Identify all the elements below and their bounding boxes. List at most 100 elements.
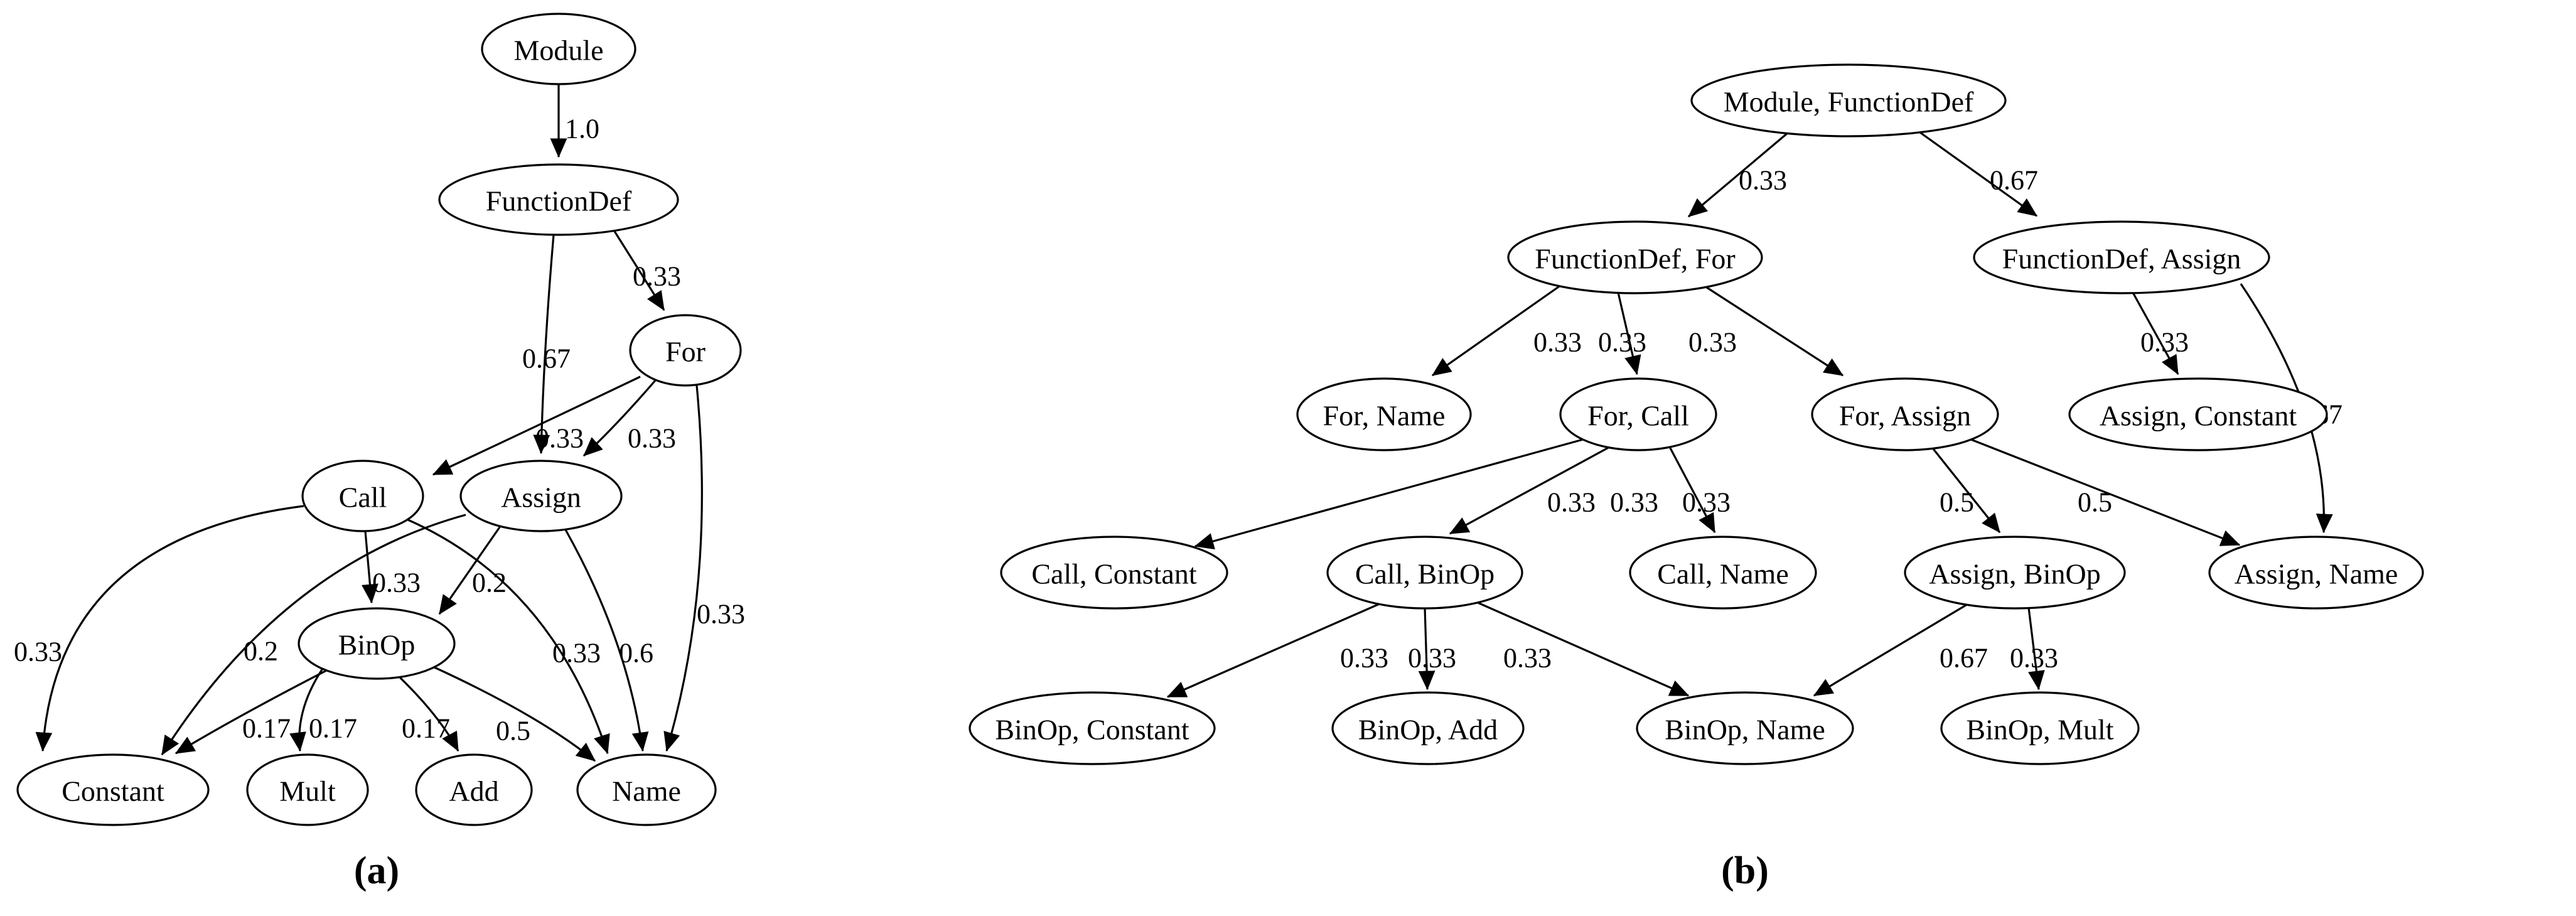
node-label: FunctionDef, For xyxy=(1535,243,1735,275)
edge-weight-label: 0.33 xyxy=(372,568,421,598)
edge-weight-label: 0.67 xyxy=(522,343,571,374)
edge-for-call-to-call-name xyxy=(1667,444,1716,534)
node-shape[interactable] xyxy=(1326,536,1523,610)
nodes-group-a: Module FunctionDef For Call Assign xyxy=(16,13,742,826)
edge-binop-constant xyxy=(174,669,327,755)
graph-node-call-binop[interactable]: Call, BinOp xyxy=(1326,536,1523,610)
graph-node-functiondef-assign[interactable]: FunctionDef, Assign xyxy=(1973,220,2270,294)
node-label: BinOp xyxy=(338,629,416,661)
node-shape[interactable] xyxy=(438,163,679,236)
node-shape[interactable] xyxy=(1000,536,1228,610)
edge-weight-label: 0.5 xyxy=(2078,487,2112,518)
edge-weight-label: 0.33 xyxy=(1503,643,1552,674)
node-shape[interactable] xyxy=(2208,536,2424,610)
edge-assign-binop-to-binop-mult xyxy=(2027,607,2045,691)
graph-node-binop-mult[interactable]: BinOp, Mult xyxy=(1940,691,2140,765)
node-shape[interactable] xyxy=(2068,377,2328,451)
node-shape[interactable] xyxy=(16,753,210,826)
node-shape[interactable] xyxy=(481,13,636,85)
edge-weight-label: 0.6 xyxy=(619,638,653,669)
node-shape[interactable] xyxy=(1629,536,1817,610)
edge-weight-label: 0.2 xyxy=(472,568,507,598)
node-shape[interactable] xyxy=(576,753,717,826)
graph-node-constant[interactable]: Constant xyxy=(16,753,210,826)
graph-a-svg: 1.0 0.33 0.67 0.33 0.33 0.33 0.33 0.33 0… xyxy=(14,13,745,826)
graph-node-for-name[interactable]: For, Name xyxy=(1296,377,1472,451)
edge-for-assign-to-assign-binop xyxy=(1929,445,2001,534)
graph-node-call[interactable]: Call xyxy=(301,460,424,532)
graph-node-call-name[interactable]: Call, Name xyxy=(1629,536,1817,610)
edge-weight-label: 0.33 xyxy=(1739,165,1787,196)
edge-for-call-to-call-constant xyxy=(1194,438,1584,550)
edges-group-a xyxy=(35,84,703,762)
node-shape[interactable] xyxy=(1690,63,2007,137)
graph-node-for-assign[interactable]: For, Assign xyxy=(1811,377,1999,451)
edge-functiondef-for xyxy=(611,227,665,311)
graph-node-functiondef[interactable]: FunctionDef xyxy=(438,163,679,236)
node-shape[interactable] xyxy=(246,753,369,826)
edge-call-binop-to-binop-add xyxy=(1418,607,1436,691)
node-shape[interactable] xyxy=(1507,220,1763,294)
graph-node-binop-constant[interactable]: BinOp, Constant xyxy=(969,691,1216,765)
graph-node-binop[interactable]: BinOp xyxy=(298,607,456,680)
node-label: Call xyxy=(339,482,387,514)
graph-node-name[interactable]: Name xyxy=(576,753,717,826)
node-shape[interactable] xyxy=(969,691,1216,765)
node-shape[interactable] xyxy=(629,314,742,387)
edge-labels-group-b: 0.33 0.67 0.33 0.33 0.33 0.33 0.67 0.33 … xyxy=(1340,165,2343,674)
graph-node-assign-binop[interactable]: Assign, BinOp xyxy=(1904,536,2126,610)
edge-binop-name xyxy=(432,665,596,762)
graph-node-assign-name[interactable]: Assign, Name xyxy=(2208,536,2424,610)
node-label: Name xyxy=(612,775,681,807)
edge-binop-mult xyxy=(289,666,325,752)
graph-panel-b: 0.33 0.67 0.33 0.33 0.33 0.33 0.67 0.33 … xyxy=(810,0,2576,916)
graph-node-binop-name[interactable]: BinOp, Name xyxy=(1636,691,1854,765)
node-shape[interactable] xyxy=(1940,691,2140,765)
graph-node-module-functiondef[interactable]: Module, FunctionDef xyxy=(1690,63,2007,137)
edge-assign-constant xyxy=(161,514,466,756)
edge-weight-label: 0.33 xyxy=(1682,487,1731,518)
graph-node-module[interactable]: Module xyxy=(481,13,636,85)
graph-node-add[interactable]: Add xyxy=(415,753,533,826)
graph-node-assign-constant[interactable]: Assign, Constant xyxy=(2068,377,2328,451)
node-label: Assign, BinOp xyxy=(1929,558,2100,590)
graph-node-for[interactable]: For xyxy=(629,314,742,387)
node-shape[interactable] xyxy=(459,460,623,532)
graph-node-mult[interactable]: Mult xyxy=(246,753,369,826)
node-shape[interactable] xyxy=(1636,691,1854,765)
edge-functiondef-assign xyxy=(533,234,555,455)
graph-node-functiondef-for[interactable]: FunctionDef, For xyxy=(1507,220,1763,294)
edge-weight-label: 0.33 xyxy=(552,638,601,669)
edge-weight-label: 0.2 xyxy=(244,636,278,667)
edge-weight-label: 0.33 xyxy=(1598,327,1646,358)
graph-panel-a: 1.0 0.33 0.67 0.33 0.33 0.33 0.33 0.33 0… xyxy=(0,0,810,916)
edge-assign-name xyxy=(564,528,649,752)
graph-node-assign[interactable]: Assign xyxy=(459,460,623,532)
node-shape[interactable] xyxy=(1811,377,1999,451)
edge-functiondef-for-to-for-call xyxy=(1617,292,1641,375)
graph-node-binop-add[interactable]: BinOp, Add xyxy=(1331,691,1525,765)
node-label: BinOp, Name xyxy=(1665,714,1825,746)
node-shape[interactable] xyxy=(1559,377,1717,451)
node-label: For, Call xyxy=(1587,400,1689,432)
node-shape[interactable] xyxy=(298,607,456,680)
node-label: Module, FunctionDef xyxy=(1724,86,1974,118)
node-shape[interactable] xyxy=(1904,536,2126,610)
graph-node-for-call[interactable]: For, Call xyxy=(1559,377,1717,451)
nodes-group-b: Module, FunctionDef FunctionDef, For Fun… xyxy=(969,63,2424,765)
edge-call-constant xyxy=(35,505,304,752)
node-label: Mult xyxy=(279,775,336,807)
node-shape[interactable] xyxy=(301,460,424,532)
edge-weight-label: 0.33 xyxy=(633,261,681,292)
edge-weight-label: 0.33 xyxy=(1547,487,1596,518)
node-label: Call, Name xyxy=(1657,558,1789,590)
graph-node-call-constant[interactable]: Call, Constant xyxy=(1000,536,1228,610)
node-shape[interactable] xyxy=(1973,220,2270,294)
node-shape[interactable] xyxy=(1331,691,1525,765)
edge-weight-label: 0.33 xyxy=(697,599,745,630)
node-shape[interactable] xyxy=(1296,377,1472,451)
edge-weight-label: 0.33 xyxy=(2010,643,2058,674)
node-shape[interactable] xyxy=(415,753,533,826)
graph-b-svg: 0.33 0.67 0.33 0.33 0.33 0.33 0.67 0.33 … xyxy=(969,63,2424,765)
